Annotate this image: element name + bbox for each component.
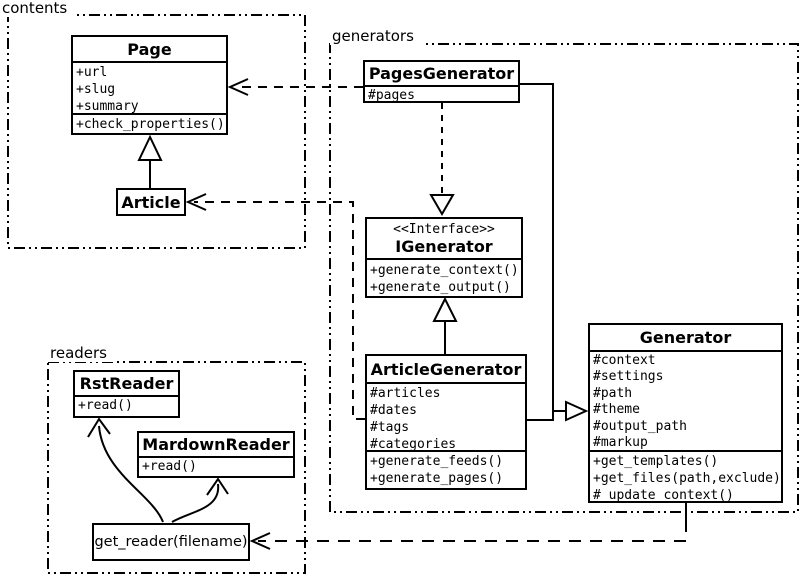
class-box-page: Page +url +slug +summary +check_properti… [71,35,228,135]
dependency-arrow-pagesgenerator-to-page [227,78,363,96]
attribute: #articles [370,386,441,401]
package-label-readers: readers [48,345,117,362]
class-name-rstreader: RstReader [75,372,178,397]
attribute: #theme [593,402,640,418]
class-name-generator: Generator [590,325,781,352]
arrow-getreader-to-mardownreader [171,477,229,523]
inheritance-arrow-generators-to-generator [520,83,589,422]
dependency-arrow-generator-to-getreader [249,503,687,550]
class-name-pagesgenerator: PagesGenerator [365,62,518,87]
attribute: #path [593,385,633,401]
class-box-igenerator: <<Interface>> IGenerator +generate_conte… [365,217,523,298]
class-name-page: Page [73,37,226,63]
class-box-articlegenerator: ArticleGenerator #articles #dates #tags … [365,354,527,490]
class-box-mardownreader: MardownReader +read() [137,431,295,478]
method: +get_templates() [593,454,719,469]
method: +generate_pages() [370,471,504,486]
attribute: +slug [76,82,116,97]
method: +read() [78,398,133,413]
method: +read() [142,459,197,474]
package-contents-border [7,14,306,249]
inheritance-arrow-article-to-page [137,134,163,188]
attribute: #context [593,353,656,368]
class-name-mardownreader: MardownReader [139,433,293,458]
method: #_update_context() [593,488,734,501]
class-name-igenerator: IGenerator [395,236,493,256]
method: +get_files(path,exclude) [593,471,781,486]
package-generators-border [329,43,799,513]
attribute: #dates [370,403,417,418]
attribute: #tags [370,420,410,435]
package-label-contents: contents [0,0,78,17]
package-label-generators: generators [330,28,424,45]
method: +generate_feeds() [370,454,504,469]
realization-arrow-pagesgenerator-to-igenerator [429,103,455,216]
method: +generate_output() [370,280,511,295]
attribute: +summary [76,99,139,114]
dependency-arrow-articlegenerator-to-article [185,193,365,420]
inheritance-arrow-articlegenerator-to-igenerator [432,296,458,354]
stereotype-interface: <<Interface>> [393,221,495,237]
method: +check_properties() [76,117,225,132]
class-name-articlegenerator: ArticleGenerator [367,356,525,384]
attribute: #categories [370,437,457,452]
class-name-article: Article [121,192,181,212]
class-box-generator: Generator #context #settings #path #them… [588,323,783,503]
package-readers-border [47,361,306,574]
attribute: #markup [593,435,648,451]
method: +generate_context() [370,263,519,278]
arrow-getreader-to-rstreader [87,417,164,523]
attribute: #output_path [593,418,687,434]
function-box-get-reader: get_reader(filename) [92,523,250,561]
class-box-pagesgenerator: PagesGenerator #pages [363,60,520,103]
attribute: #pages [368,88,415,101]
attribute: +url [76,65,108,80]
attribute: #settings [593,369,664,385]
class-box-article: Article [116,188,186,216]
class-box-rstreader: RstReader +read() [73,370,180,418]
